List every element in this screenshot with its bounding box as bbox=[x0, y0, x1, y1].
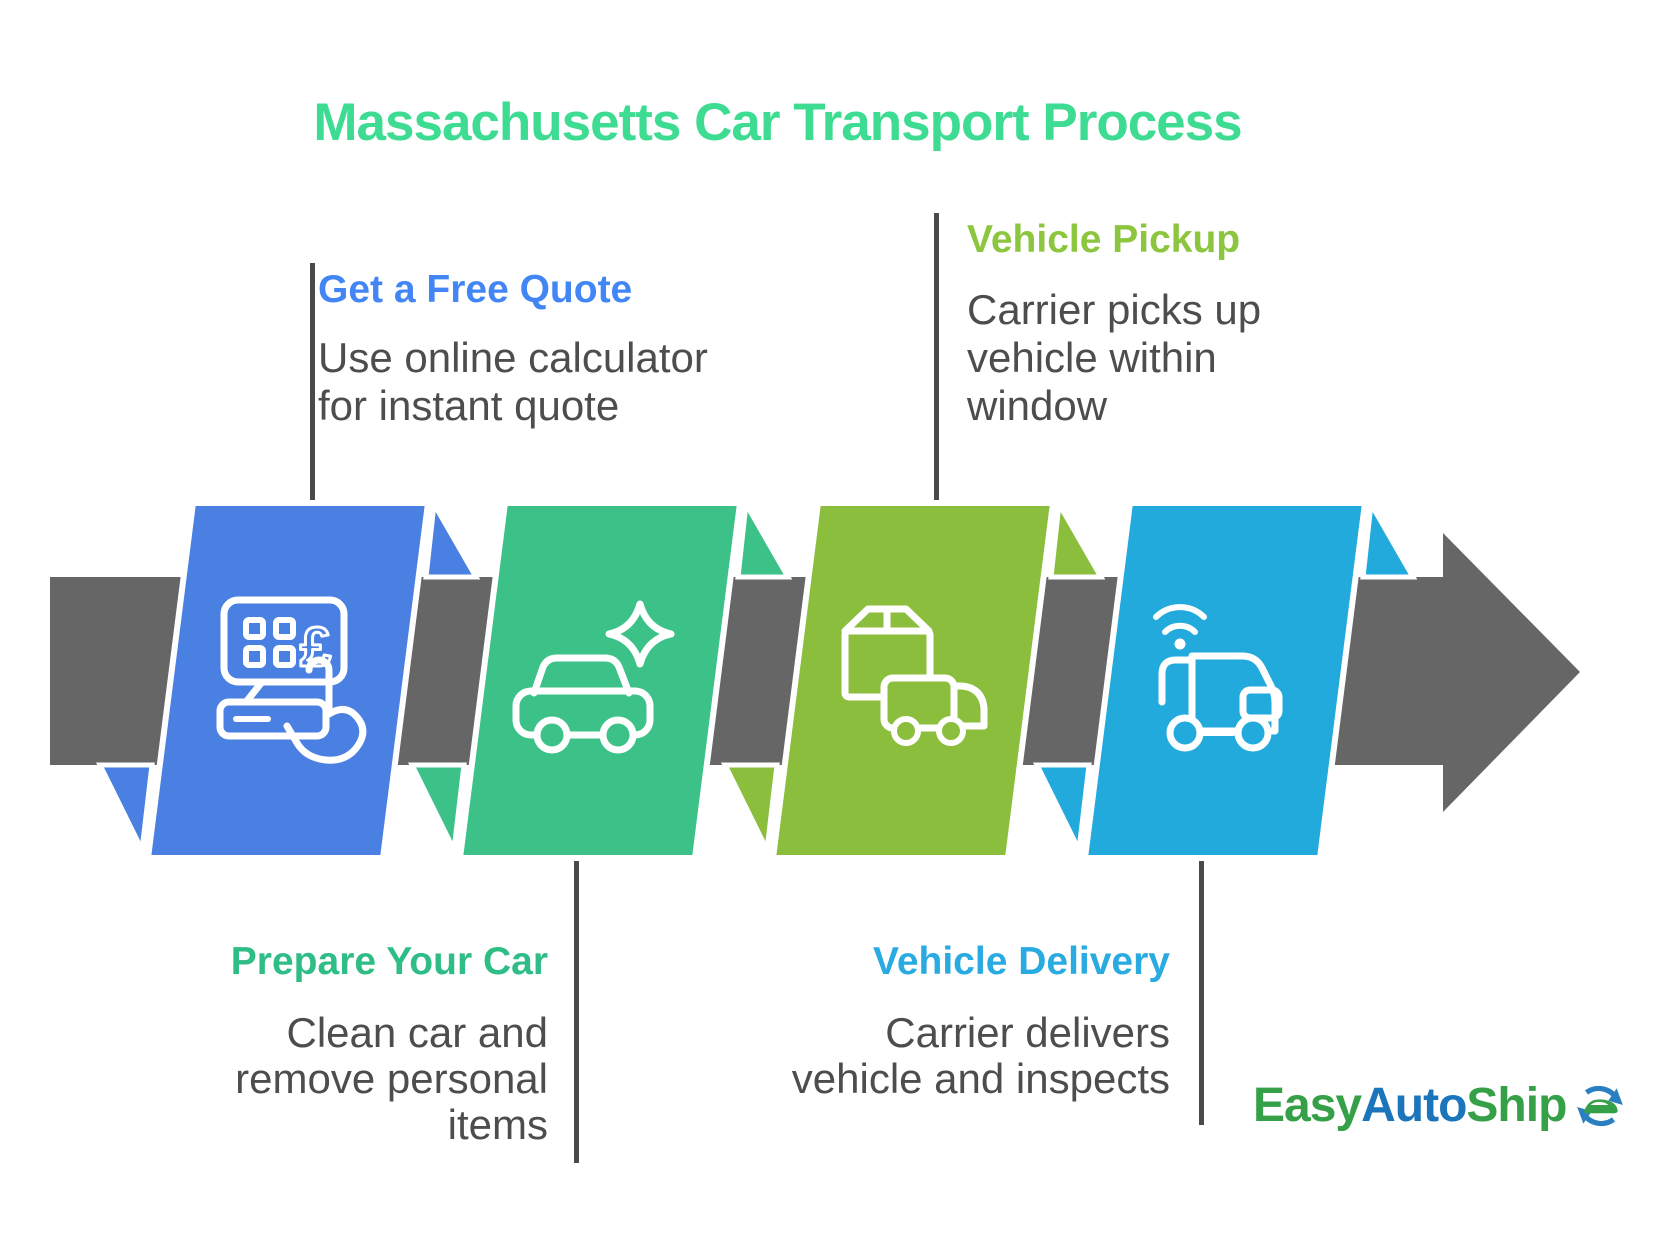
step1-heading: Get a Free Quote bbox=[318, 268, 633, 311]
step2-heading: Prepare Your Car bbox=[230, 940, 548, 983]
logo-word-easy: Easy bbox=[1253, 1079, 1362, 1132]
quote-calculator-icon: £ bbox=[216, 596, 367, 764]
step3-heading: Vehicle Pickup bbox=[967, 218, 1241, 261]
panel2-top-fold bbox=[735, 496, 793, 580]
panel4-bottom-fold bbox=[1032, 762, 1092, 859]
step4-description: Carrier delivers vehicle and inspects bbox=[791, 1009, 1170, 1102]
logo-word-ship: Ship bbox=[1466, 1079, 1567, 1132]
connector-line-step1 bbox=[310, 263, 315, 503]
panel3-bottom-fold bbox=[720, 762, 780, 859]
tracked-truck-icon bbox=[1153, 604, 1283, 752]
panel1-bottom-fold bbox=[95, 762, 155, 859]
panel-prepare-your-car bbox=[456, 500, 744, 861]
panel1-top-fold bbox=[423, 496, 481, 580]
logo-car-shape bbox=[1584, 1098, 1619, 1113]
step3-description: Carrier picks up vehicle within window bbox=[967, 286, 1262, 429]
connector-line-step3 bbox=[934, 213, 939, 503]
panel-vehicle-delivery bbox=[1081, 500, 1369, 861]
step2-description: Clean car and remove personal items bbox=[235, 1009, 548, 1148]
panel3-top-fold bbox=[1048, 496, 1106, 580]
logo-word-auto: Auto bbox=[1361, 1079, 1467, 1132]
panel4-top-fold bbox=[1360, 496, 1418, 580]
panel2-bottom-fold bbox=[407, 762, 467, 859]
step4-heading: Vehicle Delivery bbox=[872, 940, 1170, 983]
clean-car-icon bbox=[512, 600, 675, 754]
circular-arrows-car-icon bbox=[1577, 1085, 1624, 1126]
easy-auto-ship-logo: EasyAutoShip bbox=[1253, 1078, 1626, 1133]
connector-line-step2 bbox=[574, 858, 579, 1163]
connector-line-step4 bbox=[1199, 858, 1204, 1125]
logo-wordmark: EasyAutoShip bbox=[1253, 1078, 1567, 1133]
box-truck-icon bbox=[841, 605, 988, 746]
step1-description: Use online calculator for instant quote bbox=[318, 334, 708, 429]
page-title: Massachusetts Car Transport Process bbox=[313, 93, 1242, 152]
